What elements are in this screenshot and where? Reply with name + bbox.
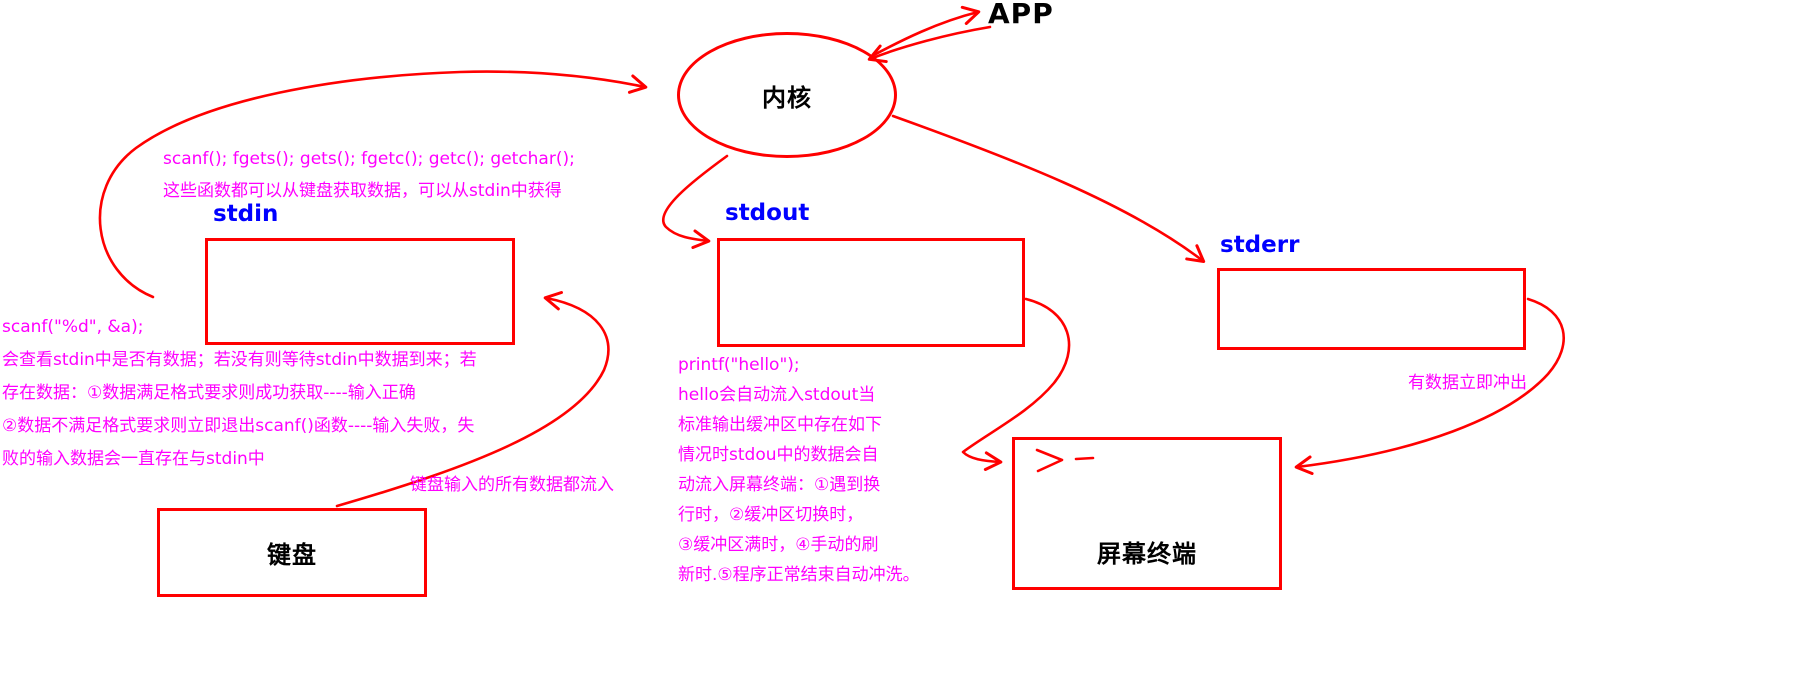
kernel-node: 内核 [677,32,897,158]
app-label: APP [988,0,1054,30]
note-line: hello会自动流入stdout当 [678,385,876,405]
arrow-app-to-kernel [867,25,992,64]
note-line: scanf(); fgets(); gets(); fgetc(); getc(… [163,149,575,169]
keyboard-label: 键盘 [267,541,317,569]
note-line: 行时，②缓冲区切换时， [678,505,864,525]
stdin-label: stdin [213,201,279,227]
note-stdout-behavior: printf("hello"); hello会自动流入stdout当 标准输出缓… [678,350,920,590]
note-line: 这些函数都可以从键盘获取数据，可以从stdin中获得 [163,181,562,201]
note-line: printf("hello"); [678,355,800,375]
note-line: 会查看stdin中是否有数据；若没有则等待stdin中数据到来；若 [2,350,477,370]
note-stderr-flow: 有数据立即冲出 [1408,373,1527,393]
stdout-buffer-box [717,238,1025,347]
note-line: 新时.⑤程序正常结束自动冲洗。 [678,565,920,585]
terminal-label: 屏幕终端 [1097,540,1197,568]
note-line: 动流入屏幕终端：①遇到换 [678,475,881,495]
note-line: ③缓冲区满时，④手动的刷 [678,535,879,555]
stdout-label: stdout [725,200,810,226]
kernel-label: 内核 [762,83,812,112]
note-line: ②数据不满足格式要求则立即退出scanf()函数----输入失败，失 [2,416,475,436]
note-line: 败的输入数据会一直存在与stdin中 [2,449,265,469]
arrow-kernel-to-stdout [662,154,729,250]
stderr-label: stderr [1220,232,1300,258]
note-line: 标准输出缓冲区中存在如下 [678,415,882,435]
arrow-kernel-to-app [870,5,981,58]
note-line: scanf("%d", &a); [2,317,144,337]
stderr-buffer-box [1217,268,1526,350]
note-stdin-functions: scanf(); fgets(); gets(); fgetc(); getc(… [163,143,575,207]
note-keyboard-flow: 键盘输入的所有数据都流入 [410,475,614,495]
note-line: 情况时stdou中的数据会自 [678,445,879,465]
note-line: 存在数据：①数据满足格式要求则成功获取----输入正确 [2,383,416,403]
stdin-buffer-box [205,238,515,345]
terminal-box: 屏幕终端 [1012,437,1282,590]
keyboard-box: 键盘 [157,508,427,597]
note-scanf-behavior: scanf("%d", &a); 会查看stdin中是否有数据；若没有则等待st… [2,311,477,476]
